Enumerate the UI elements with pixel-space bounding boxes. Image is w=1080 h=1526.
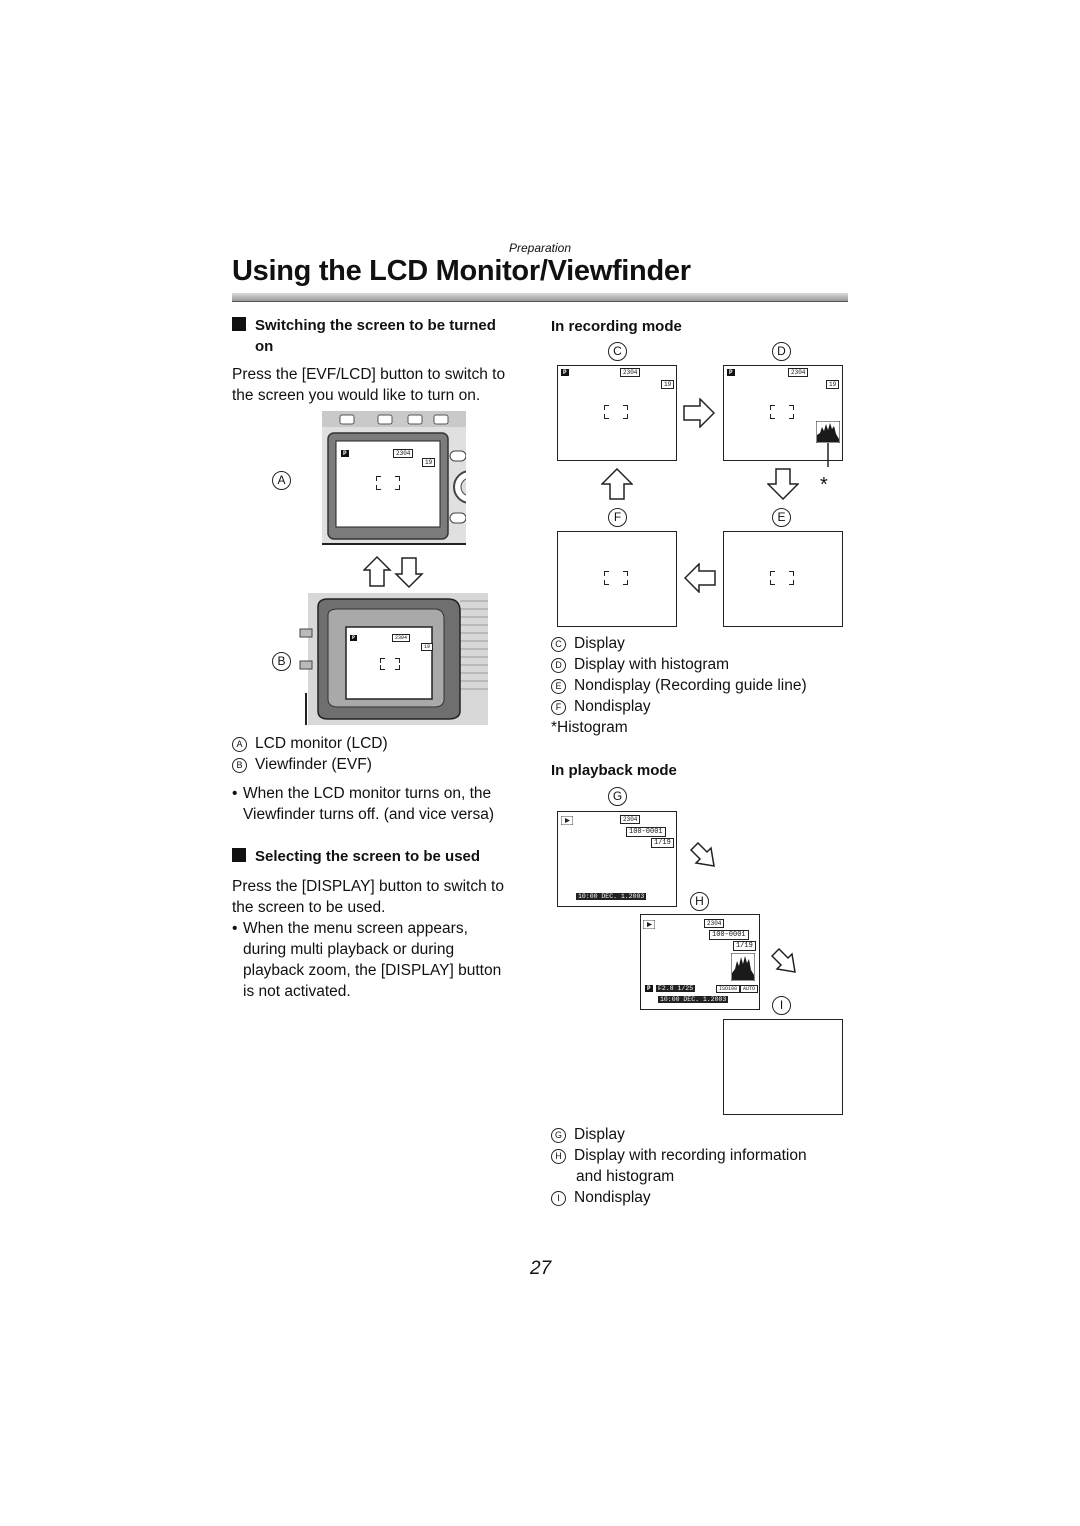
note-bullet: • (232, 785, 238, 802)
playback-icon (561, 816, 573, 825)
asterisk-mark: * (820, 474, 828, 496)
label-g: G (608, 787, 627, 806)
screen-d-mode-badge: P (727, 369, 735, 376)
screen-h-folder: 100-0001 (709, 930, 749, 940)
lcd-a-mode-badge: P (341, 450, 349, 457)
lcd-b-count: 19 (421, 643, 434, 651)
screen-h-resolution: 2304 (704, 919, 725, 928)
label-h: H (690, 892, 709, 911)
selecting-bullet: • (232, 920, 238, 937)
switching-heading-cont: on (255, 338, 274, 355)
arrow-down-icon (767, 468, 799, 500)
screen-h-datetime: 10:00 DEC. 1.2003 (658, 996, 729, 1003)
camera-lcd-illustration (322, 411, 466, 545)
selecting-bullet-4: is not activated. (243, 983, 351, 1000)
histogram-icon (816, 421, 840, 443)
arrow-right-icon (683, 398, 715, 428)
legend-h-cont: and histogram (576, 1168, 675, 1185)
screen-d (723, 365, 843, 461)
switching-heading: Switching the screen to be turned (232, 315, 496, 336)
label-e: E (772, 508, 791, 527)
switching-text-2: the screen you would like to turn on. (232, 387, 481, 404)
focus-frame-d (770, 405, 794, 419)
histogram-icon (731, 953, 755, 981)
screen-h-frame: 1/19 (733, 941, 756, 951)
callout-b: B (272, 652, 291, 671)
switch-arrows-icon (363, 555, 424, 589)
focus-frame-a (376, 476, 400, 490)
selecting-heading: Selecting the screen to be used (232, 846, 480, 867)
note-line-2: Viewfinder turns off. (and vice versa) (243, 806, 494, 823)
screen-g-resolution: 2304 (620, 815, 641, 824)
screen-c (557, 365, 677, 461)
heading-square-icon (232, 317, 246, 331)
screen-h-iso: ISO100 (716, 985, 741, 993)
switching-text-1: Press the [EVF/LCD] button to switch to (232, 366, 506, 383)
lcd-a-count: 19 (422, 458, 436, 467)
screen-d-count: 19 (826, 380, 840, 389)
focus-frame-f (604, 571, 628, 585)
screen-h-mode-badge: P (645, 985, 653, 992)
focus-frame-c (604, 405, 628, 419)
page-number: 27 (530, 1258, 552, 1279)
label-f: F (608, 508, 627, 527)
screen-d-resolution: 2304 (788, 368, 809, 377)
focus-frame-b (380, 658, 400, 670)
screen-c-count: 19 (661, 380, 675, 389)
callout-a: A (272, 471, 291, 490)
heading-square-icon (232, 848, 246, 862)
screen-g-datetime: 10:00 DEC. 1.2003 (576, 893, 647, 900)
legend-histogram: *Histogram (551, 719, 628, 736)
arrow-up-icon (601, 468, 633, 500)
label-d: D (772, 342, 791, 361)
screen-g-folder: 100-0001 (626, 827, 666, 837)
screen-c-resolution: 2304 (620, 368, 641, 377)
lcd-b-mode-badge: P (350, 635, 358, 641)
selecting-bullet-1: When the menu screen appears, (243, 920, 468, 937)
arrow-left-icon (684, 563, 716, 593)
playback-icon (643, 920, 655, 929)
screen-e (723, 531, 843, 627)
viewfinder-illustration (299, 593, 488, 725)
label-i: I (772, 996, 791, 1015)
selecting-text-1: Press the [DISPLAY] button to switch to (232, 878, 504, 895)
note-line-1: When the LCD monitor turns on, the (243, 785, 492, 802)
screen-c-mode-badge: P (561, 369, 569, 376)
screen-h-wb: AUTO (740, 985, 759, 993)
screen-i (723, 1019, 843, 1115)
recording-heading: In recording mode (551, 318, 682, 335)
title-rule (232, 293, 848, 302)
selecting-bullet-2: during multi playback or during (243, 941, 455, 958)
label-c: C (608, 342, 627, 361)
arrow-diag-icon (771, 948, 796, 973)
screen-g (557, 811, 677, 907)
playback-heading: In playback mode (551, 762, 677, 779)
screen-h-exposure: F2.8 1/25 (656, 985, 696, 992)
screen-g-frame: 1/19 (651, 838, 674, 848)
selecting-text-2: the screen to be used. (232, 899, 386, 916)
section-label: Preparation (508, 241, 572, 255)
histogram-pointer-line (827, 443, 829, 467)
lcd-b-resolution: 2304 (392, 634, 411, 642)
arrow-diag-icon (690, 842, 715, 867)
lcd-a-resolution: 2304 (393, 449, 414, 458)
selecting-bullet-3: playback zoom, the [DISPLAY] button (243, 962, 502, 979)
screen-f (557, 531, 677, 627)
page-title: Using the LCD Monitor/Viewfinder (232, 255, 691, 287)
focus-frame-e (770, 571, 794, 585)
